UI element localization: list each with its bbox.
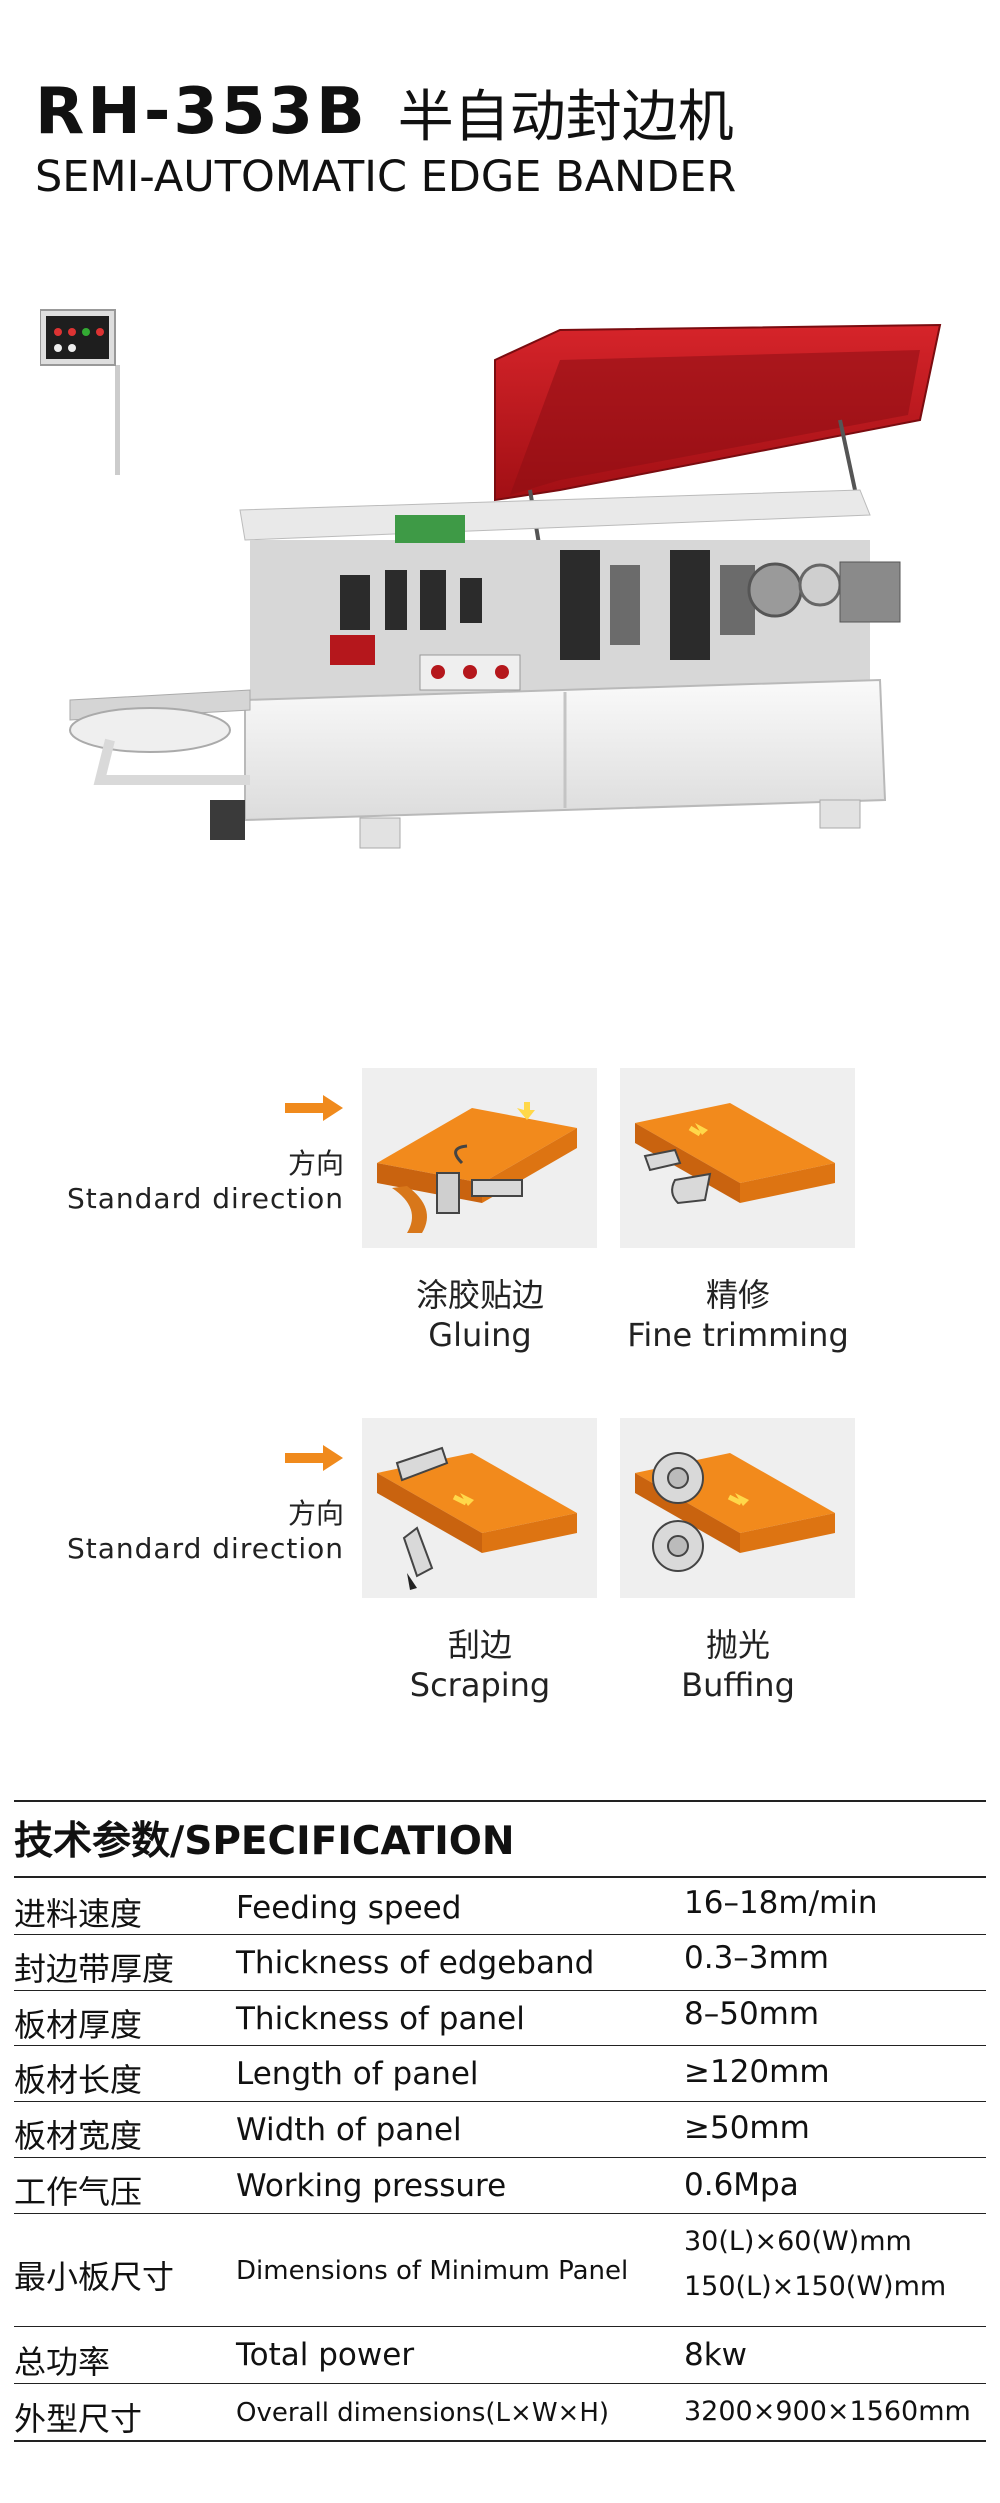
buffing-card [620,1418,855,1598]
step-label-en: Buffing [681,1666,795,1704]
gluing-card [362,1068,597,1248]
step-label-cn: 刮边 [447,1626,512,1664]
spec-name-en: Width of panel [236,2112,462,2148]
spec-name-cn: 最小板尺寸 [14,2258,175,2296]
title-chinese: 半自动封边机 [397,84,734,150]
step-label: 刮边 Scraping [330,1625,630,1705]
spec-value: ≥50mm [684,2110,810,2146]
row-divider [14,1990,986,1991]
spec-heading: 技术参数/SPECIFICATION [14,1819,515,1864]
step-label-en: Gluing [428,1316,532,1354]
spec-row: 最小板尺寸 Dimensions of Minimum Panel 30(L)×… [14,2214,986,2326]
spec-value: 3200×900×1560mm [684,2396,971,2427]
direction-label-en: Standard direction [67,1532,344,1565]
row-divider [14,2213,986,2214]
spec-value: 8kw [684,2337,748,2373]
spec-row: 封边带厚度 Thickness of edgeband 0.3–3mm [14,1935,986,1990]
spec-row: 板材厚度 Thickness of panel 8–50mm [14,1991,986,2045]
page-title: RH-353B 半自动封边机 [35,72,734,152]
spec-value: 0.6Mpa [684,2167,799,2203]
spec-name-en: Overall dimensions(L×W×H) [236,2398,610,2428]
spec-row: 进料速度 Feeding speed 16–18m/min [14,1880,986,1934]
spec-value: ≥120mm [684,2054,830,2090]
gluing-illustration [377,1102,577,1233]
spec-value: 8–50mm [684,1996,820,2032]
spec-row: 外型尺寸 Overall dimensions(L×W×H) 3200×900×… [14,2384,986,2440]
step-label-en: Fine trimming [627,1316,849,1354]
fine-trimming-card [620,1068,855,1248]
direction-label-en: Standard direction [67,1182,344,1215]
spec-name-cn: 工作气压 [14,2173,143,2211]
scraping-card [362,1418,597,1598]
spec-name-cn: 总功率 [14,2343,111,2381]
table-header-rule [14,1876,986,1878]
row-divider [14,2045,986,2046]
step-label-cn: 精修 [705,1276,770,1314]
spec-name-en: Total power [236,2337,415,2373]
spec-name-en: Thickness of panel [236,2001,525,2037]
spec-name-cn: 封边带厚度 [14,1950,175,1988]
spec-name-en: Working pressure [236,2168,507,2204]
table-bottom-rule [14,2440,986,2442]
buffing-illustration [635,1452,835,1572]
spec-name-cn: 进料速度 [14,1895,143,1933]
spec-value: 30(L)×60(W)mm [684,2226,912,2257]
table-top-rule [14,1800,986,1802]
model-number: RH-353B [35,75,368,149]
spec-name-cn: 板材长度 [14,2061,143,2099]
direction-arrow-icon [285,1095,343,1121]
step-label-en: Scraping [409,1666,551,1704]
step-label: 抛光 Buffing [588,1625,888,1705]
spec-value: 0.3–3mm [684,1940,829,1976]
row-divider [14,2383,986,2384]
spec-name-en: Dimensions of Minimum Panel [236,2256,629,2286]
row-divider [14,2157,986,2158]
fine-trimming-illustration [635,1103,835,1205]
spec-row: 板材宽度 Width of panel ≥50mm [14,2102,986,2157]
row-divider [14,1934,986,1935]
step-label-cn: 涂胶贴边 [415,1276,544,1314]
direction-arrow-icon [285,1445,343,1471]
row-divider [14,2101,986,2102]
row-divider [14,2326,986,2327]
page-subtitle: SEMI-AUTOMATIC EDGE BANDER [35,152,737,202]
spec-row: 板材长度 Length of panel ≥120mm [14,2046,986,2101]
spec-name-en: Feeding speed [236,1890,462,1926]
step-label-cn: 抛光 [705,1626,770,1664]
spec-value: 16–18m/min [684,1885,878,1921]
direction-label-cn: 方向 [287,1147,344,1180]
scraping-illustration [377,1446,577,1590]
spec-row: 总功率 Total power 8kw [14,2327,986,2383]
spec-row: 工作气压 Working pressure 0.6Mpa [14,2158,986,2213]
spec-name-cn: 外型尺寸 [14,2400,143,2438]
edge-banding-machine-illustration [40,309,942,849]
spec-name-en: Thickness of edgeband [236,1945,595,1981]
step-label: 精修 Fine trimming [588,1275,888,1355]
spec-name-cn: 板材宽度 [14,2117,143,2155]
step-label: 涂胶贴边 Gluing [330,1275,630,1355]
spec-name-en: Length of panel [236,2056,479,2092]
spec-name-cn: 板材厚度 [14,2006,143,2044]
direction-label-cn: 方向 [287,1497,344,1530]
spec-value-secondary: 150(L)×150(W)mm [684,2271,947,2302]
